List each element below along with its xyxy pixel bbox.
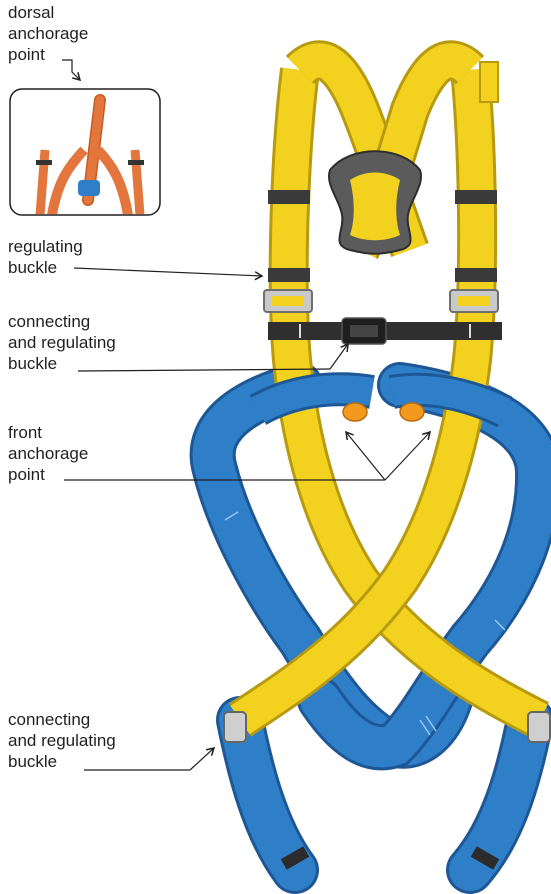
dorsal-plate — [329, 151, 421, 254]
regulating-buckles — [264, 290, 498, 312]
dorsal-inset-icon — [10, 89, 160, 215]
